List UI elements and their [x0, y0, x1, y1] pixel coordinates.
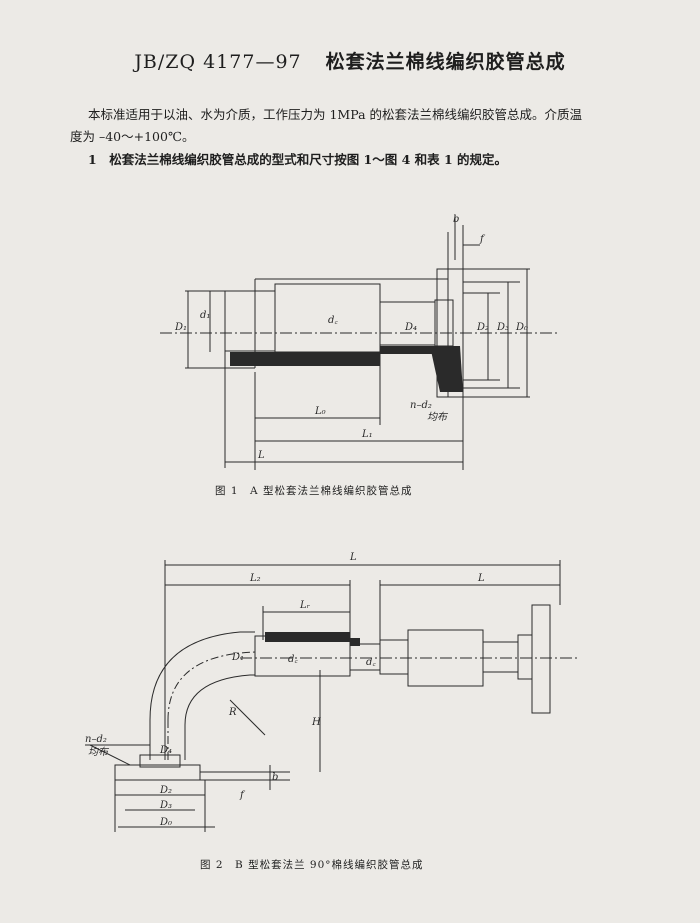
- fig1-label-D3: D₃: [496, 322, 509, 333]
- fig1-label-f: f: [479, 234, 486, 245]
- figure-2-caption: 图 2 B 型松套法兰 90°棉线编织胶管总成: [200, 859, 424, 871]
- fig2-label-D1: D₁: [231, 652, 244, 663]
- fig1-label-D4: D₄: [404, 322, 417, 333]
- figure-2-drawing: L L₂ Lᵣ L D₁ d꜀ d꜀ R H n–d₂ 均布 D₄ D₂ D₃ …: [85, 552, 580, 832]
- fig1-label-L1: L₁: [361, 429, 373, 440]
- fig1-label-D0: D₀: [515, 322, 528, 333]
- fig2-label-L: L: [349, 552, 357, 563]
- fig1-label-d1: d₁: [200, 310, 210, 321]
- fig2-label-D4: D₄: [159, 745, 172, 756]
- fig2-label-n-d2: n–d₂: [85, 734, 107, 745]
- fig2-label-R: R: [228, 707, 237, 718]
- fig1-label-dc: d꜀: [328, 315, 338, 326]
- fig1-label-D2: D₂: [476, 322, 489, 333]
- fig1-label-b: b: [453, 214, 459, 225]
- standard-code: JB/ZQ 4177—97: [134, 51, 302, 73]
- fig1-label-L0: L₀: [314, 406, 326, 417]
- fig2-label-D3: D₃: [159, 800, 172, 811]
- fig2-label-D0: D₀: [159, 817, 172, 828]
- fig2-label-L2: L₂: [249, 573, 261, 584]
- fig2-label-D2: D₂: [159, 785, 172, 796]
- fig2-label-b: b: [272, 772, 278, 783]
- scope-paragraph-line1: 本标准适用于以油、水为介质，工作压力为 1MPa 的松套法兰棉线编织胶管总成。介…: [88, 107, 583, 122]
- figure-1-drawing: D₁ d₁ d꜀ D₄ D₂ D₃ D₀ L₀ L₁ L n–d₂ 均布 b f: [160, 214, 560, 470]
- document-title: 松套法兰棉线编织胶管总成: [325, 51, 566, 73]
- scope-paragraph-line2: 度为 –40～+100℃。: [70, 129, 195, 144]
- fig2-label-Lr: Lᵣ: [299, 600, 311, 611]
- fig2-label-dc: d꜀: [288, 654, 298, 665]
- clause-1-paragraph: 1 松套法兰棉线编织胶管总成的型式和尺寸按图 1～图 4 和表 1 的规定。: [88, 152, 508, 167]
- fig2-label-f: f: [239, 790, 246, 801]
- fig1-label-n-d2: n–d₂: [410, 400, 432, 411]
- fig2-label-H: H: [311, 717, 321, 728]
- figure-1-caption: 图 1 A 型松套法兰棉线编织胶管总成: [215, 485, 413, 497]
- fig1-label-D1: D₁: [174, 322, 187, 333]
- fig2-label-L-right: L: [477, 573, 485, 584]
- page-title: JB/ZQ 4177—97 松套法兰棉线编织胶管总成: [0, 47, 700, 74]
- fig1-label-evenly: 均布: [427, 411, 449, 423]
- fig2-label-evenly: 均布: [88, 746, 110, 758]
- fig2-label-dc2: d꜀: [366, 657, 376, 668]
- fig1-label-L: L: [257, 450, 265, 461]
